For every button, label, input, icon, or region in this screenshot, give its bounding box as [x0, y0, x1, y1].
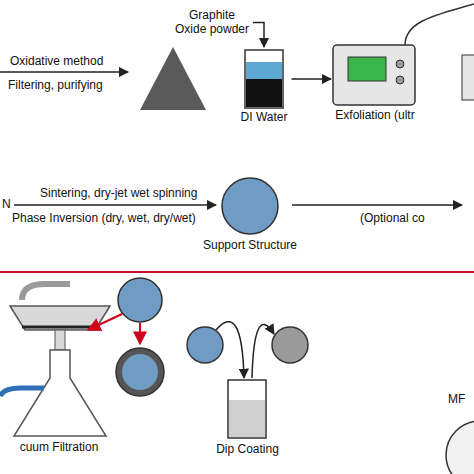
vacuum-hose	[0, 388, 44, 396]
node-label: Graphite Oxide powder	[174, 8, 250, 37]
support-disc	[187, 327, 223, 363]
beaker	[228, 380, 266, 438]
powder-pile	[140, 47, 206, 110]
separator	[0, 271, 474, 273]
support-disc	[222, 178, 278, 234]
step-label: Oxidative method	[10, 54, 103, 68]
coated-disc	[272, 327, 308, 363]
step-label: Phase Inversion (dry, wet, dry/wet)	[12, 211, 196, 225]
red-arrow	[139, 323, 141, 344]
step-label: Filtering, purifying	[8, 78, 103, 92]
step-label: Sintering, dry-jet wet spinning	[40, 186, 197, 200]
coated-disc	[116, 348, 164, 396]
beaker-node: DI Water	[238, 48, 291, 124]
process-arrow	[253, 22, 264, 47]
device-knob	[396, 76, 404, 84]
cable	[405, 4, 474, 45]
node-label: Support Structure	[203, 238, 297, 252]
node-label: Dip Coating	[216, 442, 279, 456]
coating-bath	[229, 400, 265, 437]
process-arrow	[0, 71, 128, 73]
step-label: N	[2, 197, 11, 211]
funnel-stem	[55, 330, 65, 350]
process-arrow	[252, 325, 274, 378]
process-arrow	[292, 78, 332, 80]
node-label: Exfoliation (ultr	[335, 108, 414, 122]
node-label: DI Water	[241, 110, 288, 124]
support-node: Support Structure	[200, 176, 301, 252]
partial-figure	[446, 421, 474, 474]
step-label: (Optional co	[360, 211, 425, 225]
flask	[14, 350, 106, 436]
process-arrow	[292, 204, 462, 206]
clamp	[22, 284, 70, 300]
process-arrow	[14, 204, 216, 206]
sediment	[246, 79, 282, 107]
membrane	[22, 326, 98, 329]
coated-disc-core	[122, 354, 158, 390]
step-label: MF	[448, 392, 465, 406]
label-box: Graphite Oxide powder	[173, 8, 251, 37]
process-arrow	[216, 322, 244, 378]
filtration-node: cuum Filtration	[4, 282, 114, 454]
support-disc	[118, 278, 162, 322]
dip-node: Dip Coating	[185, 325, 310, 456]
partial-device	[462, 55, 474, 100]
ultrasonic-device	[333, 45, 415, 105]
device-knob	[396, 60, 404, 68]
red-arrow	[88, 314, 122, 330]
device-node: Exfoliation (ultr	[332, 42, 418, 122]
water	[246, 62, 282, 79]
node-label: cuum Filtration	[20, 440, 99, 454]
beaker	[245, 50, 283, 108]
device-screen	[348, 57, 386, 81]
